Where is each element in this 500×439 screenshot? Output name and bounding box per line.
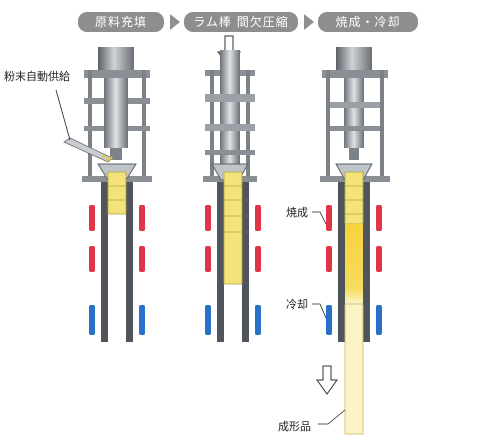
unit2-powder-column bbox=[223, 171, 243, 285]
unit3-powder-column bbox=[344, 171, 364, 225]
unit-compression bbox=[203, 35, 261, 342]
unit1-heater-left-2 bbox=[89, 246, 95, 272]
unit3-plate-1 bbox=[330, 102, 380, 108]
annotation-product: 成形品 bbox=[278, 420, 311, 433]
unit2-heater-right-2 bbox=[255, 246, 261, 272]
unit3-heater-left-1 bbox=[326, 205, 332, 231]
unit3-heater-left-2 bbox=[326, 246, 332, 272]
leader-product bbox=[318, 409, 346, 425]
unit3-die-wall-left bbox=[338, 182, 345, 342]
unit2-heater-left-1 bbox=[205, 205, 211, 231]
unit1-top-plate bbox=[84, 70, 150, 78]
unit2-plate-3 bbox=[205, 150, 255, 155]
step-arrow-2-icon bbox=[304, 14, 314, 30]
unit3-ram bbox=[344, 78, 364, 148]
annotation-sintering: 焼成 bbox=[286, 206, 308, 219]
unit2-ram bbox=[220, 50, 240, 168]
unit1-die-wall-right bbox=[126, 182, 133, 342]
unit2-die-wall-right bbox=[242, 182, 249, 342]
unit1-heater-right-1 bbox=[139, 205, 145, 231]
unit2-post-right bbox=[246, 70, 250, 176]
unit1-powder-column bbox=[107, 171, 127, 215]
unit1-cooler-right bbox=[139, 305, 145, 335]
leader-sintering bbox=[312, 211, 327, 225]
unit3-heater-right-1 bbox=[376, 205, 382, 231]
unit1-ram bbox=[104, 78, 128, 148]
step-label-compress: ラム棒 間欠圧縮 bbox=[184, 12, 298, 32]
unit1-die-wall-left bbox=[101, 182, 108, 342]
unit1-ram-tip bbox=[110, 148, 122, 160]
unit3-top-plate bbox=[322, 70, 388, 78]
unit1-heater-left-1 bbox=[89, 205, 95, 231]
step-label-sinter-cool: 焼成・冷却 bbox=[318, 12, 418, 32]
unit2-heater-left-2 bbox=[205, 246, 211, 272]
unit3-plate-2 bbox=[330, 126, 380, 131]
unit3-post-left bbox=[326, 70, 330, 176]
unit2-plate-2 bbox=[205, 124, 255, 131]
unit2-die-wall-left bbox=[217, 182, 224, 342]
unit3-sintered-zone bbox=[345, 224, 363, 304]
unit2-cooler-right bbox=[255, 305, 261, 335]
output-down-arrow-icon bbox=[316, 365, 338, 395]
unit1-post-left bbox=[88, 70, 92, 176]
unit3-top-cylinder bbox=[336, 47, 372, 73]
unit-sinter-cool bbox=[312, 47, 390, 435]
annotation-cooling: 冷却 bbox=[286, 298, 308, 311]
unit3-cooler-right bbox=[376, 305, 382, 335]
unit2-plate-1 bbox=[205, 94, 255, 102]
step-arrow-1-icon bbox=[170, 14, 180, 30]
unit2-cooler-left bbox=[205, 305, 211, 335]
unit3-post-right bbox=[380, 70, 384, 176]
leader-cooling bbox=[312, 303, 327, 319]
unit3-heater-right-2 bbox=[376, 246, 382, 272]
step-label-fill: 原料充填 bbox=[78, 12, 164, 32]
unit3-formed-product bbox=[344, 303, 364, 435]
unit1-top-cylinder bbox=[98, 47, 134, 73]
unit1-cooler-left bbox=[89, 305, 95, 335]
unit2-post-left bbox=[210, 70, 214, 176]
unit3-ram-tip bbox=[349, 148, 359, 160]
unit1-post-right bbox=[142, 70, 146, 176]
unit2-heater-right-1 bbox=[255, 205, 261, 231]
unit3-die-wall-right bbox=[363, 182, 370, 342]
unit3-cooler-left bbox=[326, 305, 332, 335]
unit-filling bbox=[55, 47, 152, 342]
annotation-powder-feed: 粉末自動供給 bbox=[4, 70, 70, 83]
unit1-heater-right-2 bbox=[139, 246, 145, 272]
